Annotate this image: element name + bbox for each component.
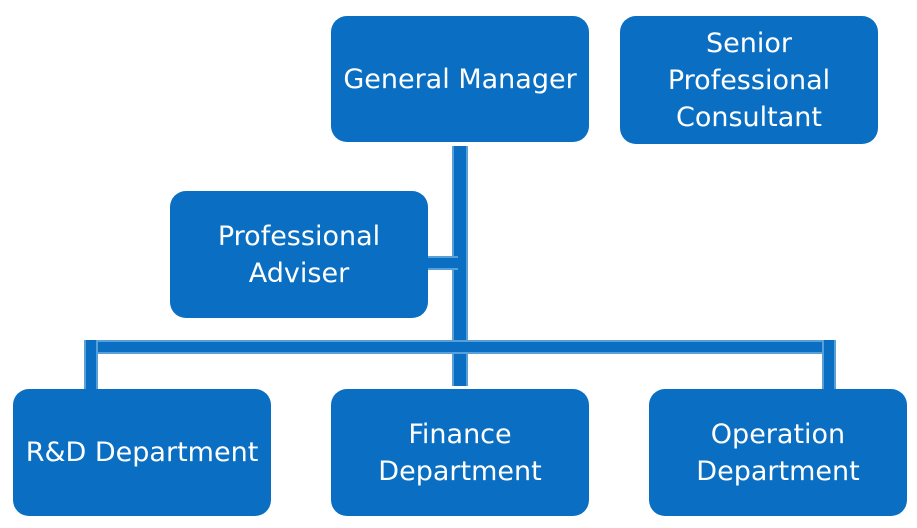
connector-rd-drop [84,340,98,390]
connector-adviser-branch [428,256,458,270]
connector-department-bus [84,340,836,354]
node-finance-department: Finance Department [331,389,589,516]
node-label: Operation Department [696,418,860,487]
node-operation-department: Operation Department [649,389,907,516]
node-label: General Manager [343,63,577,95]
connector-operation-drop [822,340,836,390]
node-senior-professional-consultant: Senior Professional Consultant [620,16,878,144]
node-label: R&D Department [25,437,259,468]
node-label: Finance Department [378,418,542,487]
node-rd-department: R&D Department [13,389,271,516]
node-professional-adviser: Professional Adviser [170,191,428,318]
node-label: Professional Adviser [217,220,381,289]
node-general-manager: General Manager [331,16,589,142]
node-label: Senior Professional Consultant [667,27,831,133]
